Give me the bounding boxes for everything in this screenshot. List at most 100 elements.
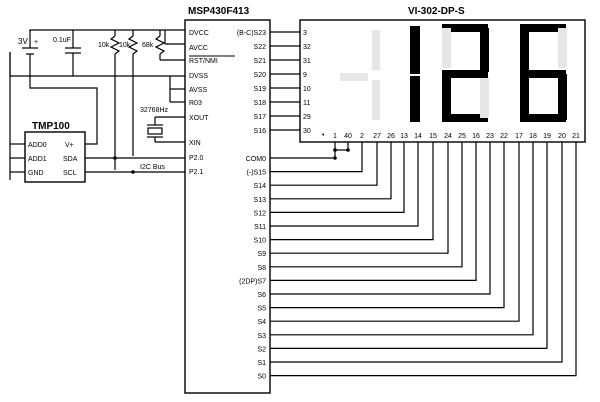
mcu-title: MSP430F413 [188, 6, 250, 17]
pin-p2-1: P2.1 [189, 169, 204, 176]
lcd-left-pin-7: 30 [303, 128, 311, 135]
pin-r03: R03 [189, 100, 202, 107]
crystal-symbol [147, 116, 185, 143]
mcu-right-bottom-pin-16: S0 [257, 374, 266, 381]
lcd-bottom-pin-12: 22 [500, 133, 508, 140]
lcd-left-pin-5: 11 [303, 100, 310, 107]
svg-text:+: + [34, 39, 38, 46]
capacitor-symbol [65, 30, 81, 76]
lcd-left-pin-2: 31 [303, 58, 311, 65]
svg-text:SCL: SCL [63, 170, 77, 177]
mcu-right-bottom-pin-0: COM0 [246, 156, 266, 163]
lcd-bottom-pin-11: 23 [486, 133, 494, 140]
bottom-wire-2 [270, 142, 378, 186]
lcd-left-pin-0: 3 [303, 30, 307, 37]
mcu-right-bottom-pin-11: S5 [257, 306, 266, 313]
bottom-wire-0 [270, 142, 336, 159]
svg-text:V+: V+ [65, 142, 74, 149]
pin-dvss: DVSS [189, 73, 208, 80]
bottom-wire-5 [270, 142, 419, 227]
mcu-right-bottom-pin-2: S14 [254, 183, 267, 190]
i2c-bus-label: I2C Bus [140, 164, 165, 171]
mcu-right-pin-7: S16 [254, 128, 267, 135]
pin-rst-nmi: RST/NMI [189, 58, 218, 65]
mcu-right-bottom-pin-14: S2 [257, 346, 266, 353]
lcd-bottom-pin-10: 16 [472, 133, 480, 140]
lcd-digit1-seg-b [410, 26, 420, 74]
bottom-wire-7 [270, 142, 449, 254]
lcd-digit-area [340, 24, 567, 122]
mcu-left-labels: DVCC AVCC RST/NMI DVSS AVSS R03 XOUT XIN… [189, 30, 218, 176]
svg-text:ADD0: ADD0 [28, 142, 47, 149]
mcu-lcd-bottom-wires [270, 142, 577, 377]
resistor-r2 [127, 30, 139, 156]
mcu-right-pin-4: S19 [254, 86, 267, 93]
mcu-right-pin-6: S17 [254, 114, 267, 121]
sensor-title: TMP100 [32, 121, 70, 132]
lcd-title: VI-302-DP-S [408, 6, 465, 17]
bottom-wire-8 [270, 142, 463, 268]
mcu-right-bottom-pin-10: S6 [257, 292, 266, 299]
mcu-right-bottom-pin-1: (-)S15 [247, 170, 267, 177]
pin-avcc: AVCC [189, 45, 208, 52]
lcd-pin-dot: • [322, 132, 325, 139]
mcu-right-bottom-pin-13: S3 [257, 333, 266, 340]
resistor-r1 [109, 30, 121, 170]
lcd-bottom-pin-6: 14 [414, 133, 422, 140]
bottom-wire-11 [270, 142, 505, 309]
mcu-right-bottom-pin-3: S13 [254, 197, 267, 204]
mcu-right-bottom-pin-4: S12 [254, 210, 267, 217]
lcd-bottom-pin-13: 17 [515, 133, 523, 140]
bottom-wire-4 [270, 142, 405, 213]
capacitor-label: 0.1uF [53, 37, 71, 44]
crystal-label: 32768Hz [140, 107, 169, 114]
lcd-bottom-pin-16: 20 [558, 133, 566, 140]
tmp100-chip [24, 131, 86, 183]
vcc-rail [29, 29, 185, 32]
lcd-left-pin-3: 9 [303, 72, 307, 79]
bottom-wire-16 [270, 142, 577, 377]
mcu-right-bottom-pin-7: S9 [257, 251, 266, 258]
bottom-wire-9 [270, 142, 477, 281]
pin-avss: AVSS [189, 87, 207, 94]
lcd-bottom-pin-7: 15 [429, 133, 437, 140]
mcu-right-pin-5: S18 [254, 100, 267, 107]
battery-symbol [22, 30, 38, 76]
resistor-r3-label: 68k [142, 42, 154, 49]
bottom-wire-15 [270, 142, 563, 363]
lcd-bottom-pin-3: 27 [373, 133, 381, 140]
lcd-digit1-seg-c [410, 76, 420, 122]
mcu-right-bottom-pin-15: S1 [257, 360, 266, 367]
pin-p2-0: P2.0 [189, 155, 204, 162]
mcu-right-bottom-pin-5: S11 [254, 224, 266, 231]
mcu-right-bottom-labels: COM0(-)S15S14S13S12S11S10S9S8(2DP)S7S6S5… [239, 156, 266, 381]
mcu-right-bottom-pin-9: (2DP)S7 [239, 278, 266, 285]
lcd-left-pin-6: 29 [303, 114, 311, 121]
lcd-bottom-pin-1: 40 [344, 133, 352, 140]
mcu-right-pin-1: S22 [254, 44, 267, 51]
lcd-bottom-pin-2: 2 [360, 133, 364, 140]
bottom-wire-10 [270, 142, 491, 295]
lcd-bottom-pin-8: 24 [444, 133, 452, 140]
lcd-bottom-pin-0: 1 [333, 133, 337, 140]
lcd-bottom-pin-14: 18 [529, 133, 537, 140]
lcd-bottom-pin-17: 21 [572, 133, 580, 140]
pin-xin: XIN [189, 140, 201, 147]
mcu-right-pin-0: (B-C)S23 [237, 30, 266, 37]
mcu-right-bottom-pin-6: S10 [254, 238, 267, 245]
svg-text:ADD1: ADD1 [28, 156, 47, 163]
bottom-wire-14 [270, 142, 548, 349]
bottom-wire-13 [270, 142, 534, 336]
svg-text:GND: GND [28, 170, 44, 177]
resistor-r1-label: 10k [98, 42, 110, 49]
resistor-r2-label: 10k [119, 42, 131, 49]
pin-xout: XOUT [189, 115, 209, 122]
lcd-bottom-pin-5: 13 [400, 133, 408, 140]
mcu-lcd-top-wires [270, 31, 300, 131]
mcu-right-pin-3: S20 [254, 72, 267, 79]
mcu-right-bottom-pin-12: S4 [257, 319, 266, 326]
